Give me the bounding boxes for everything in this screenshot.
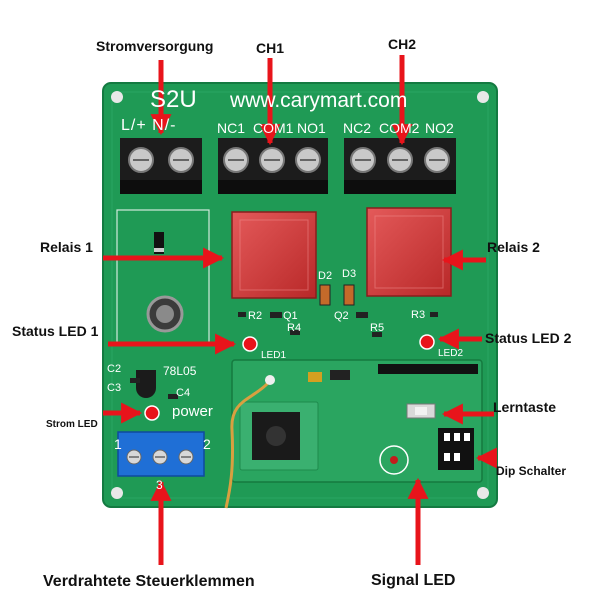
pcb-c3-label: C3: [107, 382, 122, 394]
label-ch2: CH2: [388, 36, 417, 52]
ch2-terminal-block: [344, 138, 456, 194]
pcb-no1-label: NO1: [297, 120, 326, 136]
mounting-hole: [111, 487, 123, 499]
pcb-d2-label: D2: [318, 270, 333, 282]
pcb-pin2-label: 2: [203, 436, 211, 452]
antenna-wire: [224, 381, 270, 509]
pcb-pin1-label: 1: [114, 436, 122, 452]
pcb-c4-label: C4: [176, 387, 191, 399]
pcb-d3-label: D3: [342, 268, 357, 280]
pcb-pin3-label: 3: [156, 478, 163, 492]
diode-d2: [319, 284, 331, 306]
pcb-led2-label: LED2: [438, 348, 464, 359]
label-signal-led: Signal LED: [371, 572, 456, 589]
label-learn-button: Lerntaste: [493, 399, 557, 415]
pcb-no2-label: NO2: [425, 120, 454, 136]
pcb-r3-label: R3: [411, 309, 426, 321]
label-status-led-2: Status LED 2: [485, 330, 572, 346]
ch1-terminal-block: [218, 138, 328, 194]
label-ch1: CH1: [256, 40, 285, 56]
pcb-r2-label: R2: [248, 310, 263, 322]
pcb-nc1-label: NC1: [217, 120, 246, 136]
pcb-com2-label: COM2: [379, 120, 420, 136]
pcb-nc2-label: NC2: [343, 120, 372, 136]
status-led-2: [419, 334, 435, 350]
label-wired-terminals: Verdrahtete Steuerklemmen: [43, 573, 255, 590]
power-led: [144, 405, 160, 421]
pcb-model-label: S2U: [150, 86, 197, 113]
annotation-arrows: [103, 55, 497, 565]
pcb-c2-label: C2: [107, 363, 122, 375]
signal-led-ring: [379, 445, 409, 475]
diode-d3: [343, 284, 355, 306]
wired-control-terminal-block: [117, 431, 205, 477]
pcb-r4-label: R4: [287, 322, 302, 334]
mounting-hole: [111, 91, 123, 103]
label-relay-2: Relais 2: [487, 239, 540, 255]
voltage-regulator: [136, 370, 156, 398]
receiver-module: [231, 359, 483, 483]
power-terminal-block: [120, 138, 202, 194]
pcb-q2-label: Q2: [334, 310, 349, 322]
label-relay-1: Relais 1: [40, 239, 93, 255]
relay-2: [366, 207, 452, 297]
pcb-regulator-label: 78L05: [163, 364, 197, 378]
status-led-1: [242, 336, 258, 352]
signal-led: [390, 456, 398, 464]
pcb-power-label: power: [172, 403, 213, 420]
label-power-supply: Stromversorgung: [96, 38, 214, 54]
pcb-led1-label: LED1: [261, 350, 287, 361]
diode: [154, 232, 164, 254]
pin-header: [378, 364, 478, 374]
label-status-led-1: Status LED 1: [12, 323, 99, 339]
pcb-url-label: www.carymart.com: [230, 89, 408, 112]
label-dip-switch: Dip Schalter: [496, 464, 567, 478]
pcb-power-terminal-label: L/+ N/-: [121, 117, 177, 134]
pcb-com1-label: COM1: [253, 120, 294, 136]
relay-1: [231, 211, 317, 299]
label-power-led: Strom LED: [46, 419, 98, 430]
mounting-hole: [477, 487, 489, 499]
pcb-q1-label: Q1: [283, 310, 298, 322]
pcb-r5-label: R5: [370, 322, 385, 334]
mounting-hole: [477, 91, 489, 103]
